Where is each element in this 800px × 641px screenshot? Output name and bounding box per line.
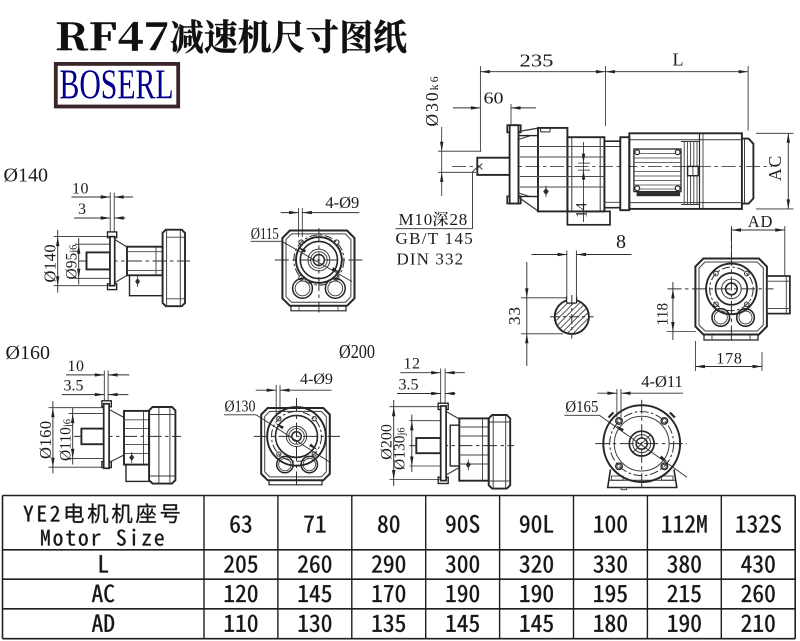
svg-text:3.5: 3.5 (399, 377, 419, 394)
svg-text:Ø160: Ø160 (6, 342, 50, 364)
svg-text:4-Ø11: 4-Ø11 (641, 372, 683, 391)
svg-text:Ø115: Ø115 (251, 224, 279, 243)
svg-text:Ø160: Ø160 (36, 420, 55, 459)
svg-text:12: 12 (404, 356, 421, 373)
svg-text:4-Ø9: 4-Ø9 (325, 193, 359, 212)
svg-text:M10: M10 (399, 210, 434, 229)
svg-text:Ø95j6: Ø95j6 (64, 245, 81, 280)
svg-text:235: 235 (520, 51, 554, 71)
svg-text:Ø110j6: Ø110j6 (58, 419, 75, 461)
svg-text:10: 10 (72, 181, 89, 198)
svg-text:Ø140: Ø140 (4, 165, 48, 187)
svg-text:14: 14 (574, 202, 591, 218)
svg-text:4-Ø9: 4-Ø9 (300, 371, 333, 388)
svg-text:33: 33 (505, 306, 524, 325)
svg-text:178: 178 (716, 351, 742, 368)
svg-text:3.5: 3.5 (64, 378, 84, 395)
svg-text:10: 10 (68, 358, 85, 375)
svg-text:DIN 332: DIN 332 (397, 250, 465, 269)
svg-text:118: 118 (655, 303, 672, 326)
svg-text:AC: AC (765, 155, 785, 181)
svg-text:BOSERL: BOSERL (60, 63, 174, 109)
svg-text:28: 28 (450, 210, 469, 229)
svg-text:L: L (673, 50, 684, 70)
svg-text:GB/T 145: GB/T 145 (396, 229, 475, 248)
svg-text:Ø200: Ø200 (379, 424, 396, 460)
svg-text:Ø130j6: Ø130j6 (392, 427, 409, 470)
svg-text:Ø165: Ø165 (565, 397, 598, 416)
svg-text:Ø30k6: Ø30k6 (422, 74, 442, 126)
svg-text:3: 3 (78, 201, 86, 218)
svg-text:60: 60 (484, 88, 504, 107)
svg-text:AD: AD (748, 212, 773, 231)
svg-text:Ø130: Ø130 (225, 397, 256, 416)
svg-text:8: 8 (616, 231, 626, 253)
svg-text:Ø140: Ø140 (41, 244, 60, 283)
svg-text:Ø200: Ø200 (339, 341, 375, 363)
